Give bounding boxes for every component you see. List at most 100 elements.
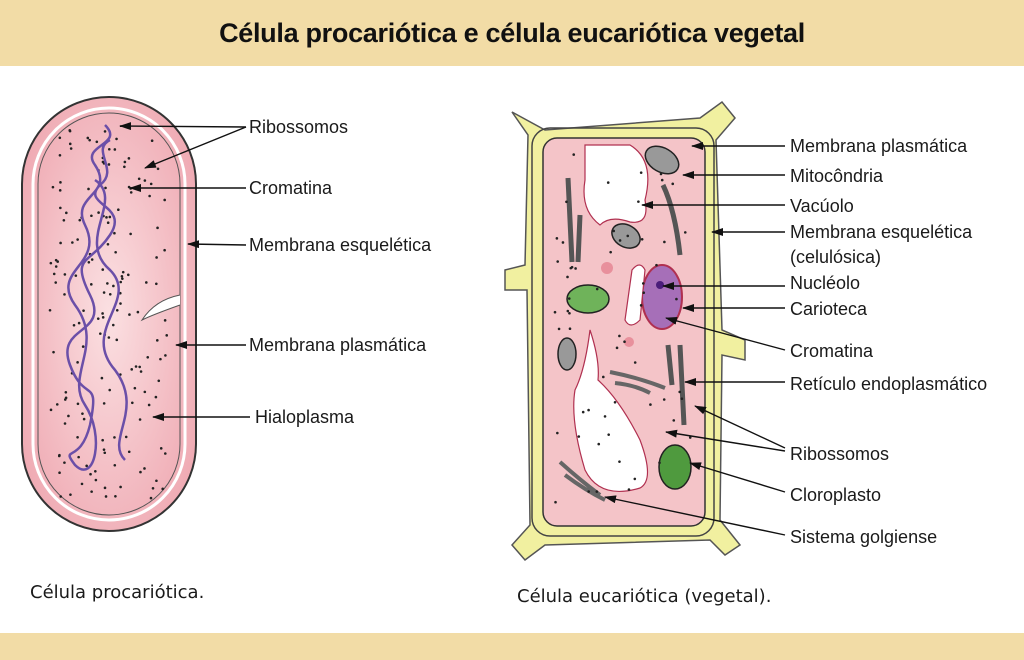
- ribosome-dot: [637, 200, 640, 203]
- ribosome-dot: [143, 390, 147, 394]
- ribosome-dot: [115, 137, 118, 141]
- ribosome-dot: [89, 472, 92, 476]
- ribosome-dot: [149, 496, 153, 500]
- ribosome-dot: [662, 398, 666, 401]
- ribosome-dot: [94, 478, 98, 482]
- ribosome-dot: [51, 185, 55, 189]
- ribosome-dot: [143, 179, 147, 182]
- ribosome-dot: [68, 142, 72, 146]
- ribosome-dot: [103, 486, 107, 490]
- chromatin-strand: [66, 124, 128, 471]
- ribosome-dot: [63, 461, 66, 464]
- ribosome-dot: [104, 186, 107, 190]
- ribosome-dot: [127, 450, 131, 454]
- ribosome-dot: [67, 414, 70, 418]
- ribosome-dot: [609, 250, 612, 254]
- ribosome-dot: [615, 346, 619, 350]
- ribosome-dot: [163, 452, 167, 455]
- ribosome-dot: [94, 469, 97, 473]
- ribosome-dot: [76, 436, 79, 439]
- ribosome-dot: [104, 495, 108, 498]
- ribosome-dot: [157, 379, 161, 383]
- ribosome-dot: [165, 334, 169, 337]
- ribosome-dots: [48, 129, 169, 500]
- ribosome-dot: [566, 275, 569, 279]
- ribosome-dot: [618, 334, 621, 338]
- ribosome-dot: [68, 129, 72, 133]
- ribosome-dot: [76, 402, 80, 406]
- label-membrana-plasmatica: Membrana plasmática: [249, 335, 427, 355]
- ribosome-dot: [59, 206, 62, 210]
- ribosome-dot: [112, 284, 115, 288]
- ribosome-dot: [54, 265, 58, 268]
- title-band: Célula procariótica e célula eucariótica…: [0, 0, 1024, 66]
- ribosome-dot: [163, 319, 167, 322]
- ribosome-dot: [640, 237, 644, 241]
- ribosome-dot: [121, 270, 125, 274]
- ribosome-dot: [155, 256, 158, 259]
- ribosome-dot: [572, 153, 576, 156]
- ribosome-dot: [136, 310, 140, 314]
- label-cloroplasto: Cloroplasto: [790, 485, 881, 505]
- ribosome-dot: [568, 311, 571, 315]
- ribosome-dot: [639, 304, 643, 307]
- ribosome-dot: [623, 340, 626, 344]
- ribosome-dot: [65, 211, 68, 215]
- ribosome-dot: [88, 138, 91, 142]
- ribosome-dot: [581, 410, 585, 414]
- ribosome-dot: [658, 461, 661, 465]
- ribosome-dot: [618, 460, 621, 463]
- ribosome-dot: [137, 177, 141, 181]
- ribosome-dot: [553, 310, 557, 314]
- ribosome-dot: [587, 408, 590, 412]
- ribosome-dot: [626, 234, 630, 238]
- ribosome-dot: [567, 297, 571, 300]
- eukaryote-labels: Membrana plasmática Mitocôndria Vacúolo …: [517, 136, 987, 607]
- ribosome-dot: [114, 250, 117, 254]
- ribosome-dot: [101, 312, 104, 315]
- ribosome-dot: [672, 419, 676, 422]
- ribosome-dot: [675, 297, 678, 301]
- ribosome-dot: [123, 160, 127, 164]
- ribosome-dot: [101, 316, 105, 319]
- ribosome-dot: [612, 229, 616, 233]
- label-vacuolo: Vacúolo: [790, 196, 854, 216]
- ribosome-dot: [103, 451, 107, 455]
- ribosome-dot: [58, 189, 62, 192]
- ribosome-dot: [48, 308, 52, 312]
- ribosome-dot: [97, 211, 100, 214]
- ribosome-dot: [106, 242, 110, 246]
- ribosome-dot: [163, 248, 166, 252]
- ribosome-dot: [655, 263, 658, 267]
- ribosome-dot: [77, 455, 80, 459]
- ribosome-dot: [680, 397, 684, 401]
- ribosome-dot: [96, 317, 100, 320]
- ribosome-dot: [113, 231, 116, 235]
- ribosome-dot: [107, 147, 111, 151]
- ribosome-dot: [124, 435, 128, 439]
- caption-eukaryote: Célula eucariótica (vegetal).: [517, 586, 771, 607]
- ribosome-dot: [577, 435, 581, 438]
- ribosome-dot: [58, 471, 61, 475]
- ribosome-dots: [553, 153, 692, 504]
- ribosome-dot: [555, 237, 559, 240]
- ribosome-dot: [134, 365, 138, 368]
- ribosome-dot: [90, 283, 93, 286]
- ribosome-dot: [81, 345, 85, 348]
- ribosome-dot: [77, 321, 81, 325]
- ribosome-dot: [119, 280, 123, 284]
- label-membrana-plasmatica: Membrana plasmática: [790, 136, 968, 156]
- ribosome-dot: [58, 153, 62, 157]
- ribosome-dot: [95, 140, 99, 144]
- ribosome-dot: [71, 241, 74, 244]
- ribosome-dot: [52, 272, 56, 276]
- ribosome-dot: [138, 418, 142, 421]
- ribosome-dot: [117, 208, 120, 211]
- ribosome-dot: [52, 350, 55, 354]
- ribosome-dot: [99, 332, 102, 335]
- ribosome-dot: [660, 178, 664, 182]
- label-membrana-esqueletica: Membrana esquelética: [790, 222, 973, 242]
- ribosome-dot: [87, 187, 90, 191]
- ribosome-dot: [556, 431, 559, 435]
- ribosome-dot: [64, 396, 68, 400]
